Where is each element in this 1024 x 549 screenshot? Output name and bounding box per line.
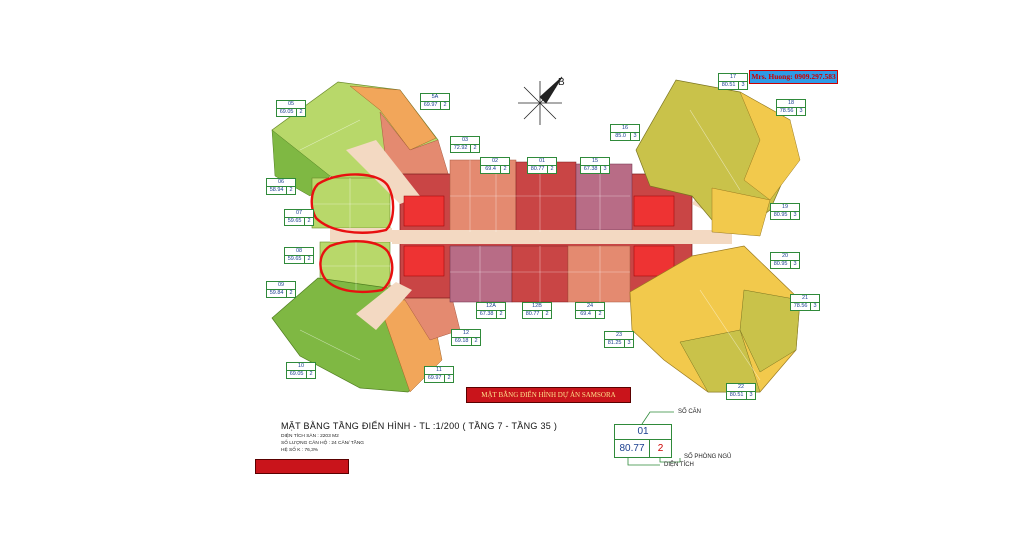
stair-block <box>633 195 675 227</box>
unit-07-block <box>311 177 391 229</box>
corridor <box>692 230 732 244</box>
corridor <box>356 282 412 330</box>
unit-15-block <box>575 163 633 231</box>
stair-block <box>403 195 445 227</box>
contact-badge: Mrs. Huong: 0909.297.583 <box>749 70 838 84</box>
unit-19-block <box>711 187 771 237</box>
svg-text:B: B <box>558 77 565 88</box>
legend-unit-no: 01 <box>615 425 671 440</box>
legend-label-bedrooms: SỐ PHÒNG NGỦ <box>684 454 732 460</box>
stair-block <box>403 245 445 277</box>
unit-12a-block <box>449 245 513 303</box>
north-arrow-icon: B <box>518 76 565 125</box>
legend-bedrooms: 2 <box>657 443 664 454</box>
legend-area: 80.77 <box>615 440 650 457</box>
legend-label-unit-no: SỐ CĂN <box>678 409 702 415</box>
plan-title: MẶT BẰNG TẦNG ĐIỂN HÌNH - TL :1/200 ( TẦ… <box>281 421 558 431</box>
red-stamp-box <box>255 459 349 474</box>
highlight-circle-unit-08 <box>319 240 394 294</box>
legend-label-area: DIỆN TÍCH <box>664 462 694 468</box>
unit-22-block <box>679 329 761 393</box>
corridor <box>346 140 420 204</box>
legend-connectors <box>627 411 681 466</box>
unit-24-block <box>567 245 631 303</box>
project-banner: MẶT BẰNG ĐIỂN HÌNH DỰ ÁN SAMSORA <box>466 387 631 403</box>
info-floor-area: DIỆN TÍCH SÀN : 2203 M2 <box>281 434 339 439</box>
legend-box: 01 80.77 2 <box>614 424 672 458</box>
unit-5a-block <box>349 85 437 151</box>
room-lines <box>299 109 761 381</box>
corridor <box>392 230 692 244</box>
info-unit-count: SỐ LƯỢNG CĂN HỘ : 24 CĂN/ TẦNG <box>281 441 365 446</box>
info-k-ratio: HỆ SỐ K : 76,3% <box>281 448 319 453</box>
